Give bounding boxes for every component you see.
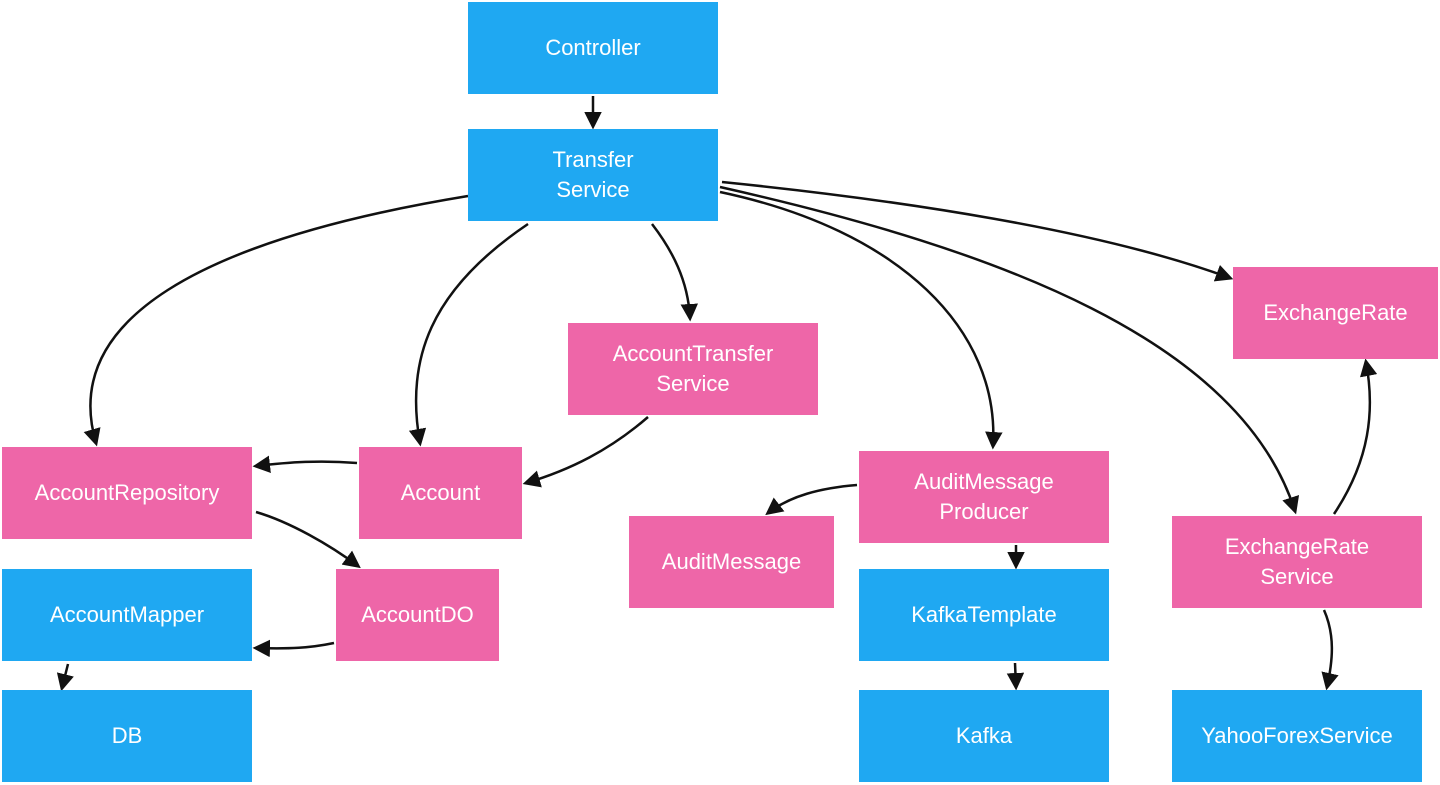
arrow-exchange-rate-service-to-yahoo-forex-service	[1321, 609, 1339, 691]
node-exchange-rate-service: ExchangeRate Service	[1172, 516, 1422, 608]
arrow-transfer-service-to-account-transfer-service	[651, 223, 698, 322]
node-exchange-rate: ExchangeRate	[1233, 267, 1438, 359]
arrow-kafka-template-to-kafka	[1006, 662, 1025, 691]
node-account-transfer-service: AccountTransfer Service	[568, 323, 818, 415]
node-transfer-service: Transfer Service	[468, 129, 718, 221]
node-yahoo-forex-service: YahooForexService	[1172, 690, 1422, 782]
arrow-account-repository-to-account-do	[255, 510, 361, 569]
node-controller: Controller	[468, 2, 718, 94]
arrow-account-to-account-repository	[252, 455, 358, 474]
node-account: Account	[359, 447, 522, 539]
node-db: DB	[2, 690, 252, 782]
arrow-account-mapper-to-db	[56, 663, 74, 692]
node-audit-message: AuditMessage	[629, 516, 834, 608]
arrow-transfer-service-to-exchange-rate	[721, 180, 1234, 282]
node-account-mapper: AccountMapper	[2, 569, 252, 661]
node-kafka: Kafka	[859, 690, 1109, 782]
arrow-account-transfer-service-to-account	[522, 416, 649, 488]
node-account-do: AccountDO	[336, 569, 499, 661]
arrow-transfer-service-to-account	[408, 222, 529, 447]
arrow-account-do-to-account-mapper	[252, 639, 335, 658]
node-kafka-template: KafkaTemplate	[859, 569, 1109, 661]
node-audit-message-producer: AuditMessage Producer	[859, 451, 1109, 543]
node-account-repository: AccountRepository	[2, 447, 252, 539]
arrow-exchange-rate-service-to-exchange-rate	[1332, 358, 1378, 515]
arrow-audit-message-producer-to-audit-message	[765, 483, 858, 516]
arrow-transfer-service-to-account-repository	[83, 194, 469, 447]
